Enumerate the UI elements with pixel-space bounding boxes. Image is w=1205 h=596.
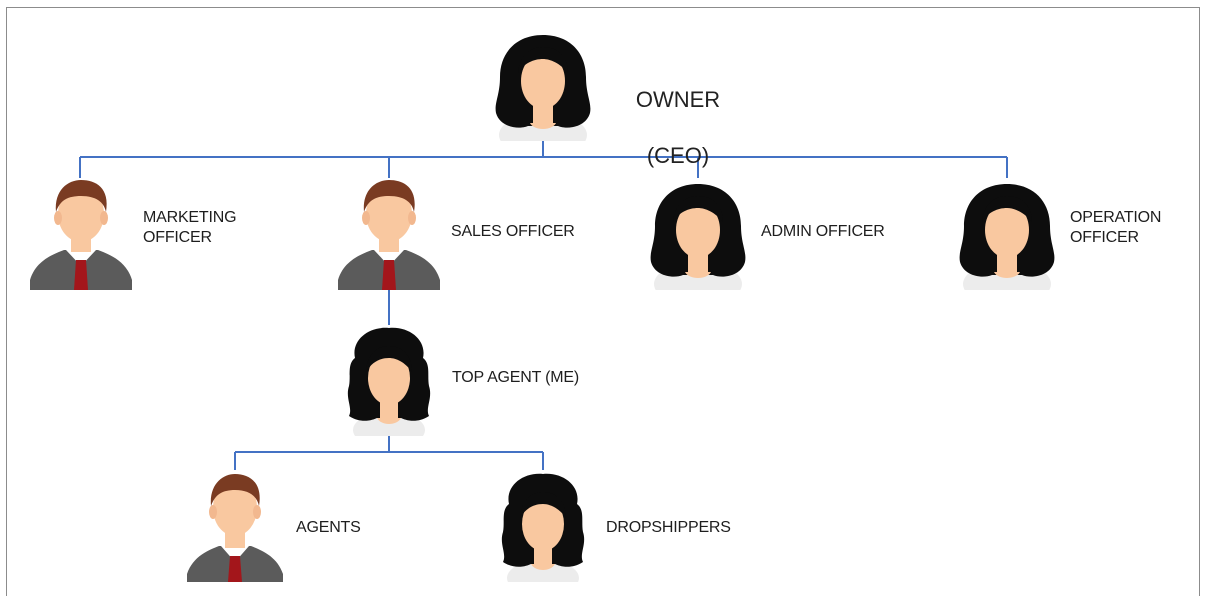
marketing-officer-label: MARKETING OFFICER bbox=[143, 209, 237, 246]
owner-role-label: OWNER bbox=[635, 87, 721, 112]
top-agent-label: TOP AGENT (ME) bbox=[452, 369, 580, 386]
owner-ceo-label: (CEO) bbox=[646, 143, 710, 168]
marketing-male-avatar-icon bbox=[30, 178, 132, 295]
owner-title: OWNER (CEO) bbox=[618, 58, 738, 198]
agents-male-avatar-icon bbox=[187, 470, 283, 587]
diagram-frame bbox=[6, 7, 1200, 596]
operation-officer-label: OPERATION OFFICER bbox=[1070, 209, 1162, 246]
dropshippers-label: DROPSHIPPERS bbox=[606, 519, 731, 536]
agents-label: AGENTS bbox=[296, 519, 361, 536]
top-agent-female-avatar-icon bbox=[339, 324, 439, 448]
sales-male-avatar-icon bbox=[338, 178, 440, 295]
admin-officer-label: ADMIN OFFICER bbox=[761, 223, 885, 240]
operation-female-avatar-icon bbox=[952, 178, 1062, 306]
admin-female-avatar-icon bbox=[643, 178, 753, 306]
owner-female-avatar-icon bbox=[488, 29, 598, 157]
dropshippers-female-avatar-icon bbox=[493, 470, 593, 596]
sales-officer-label: SALES OFFICER bbox=[451, 223, 575, 240]
